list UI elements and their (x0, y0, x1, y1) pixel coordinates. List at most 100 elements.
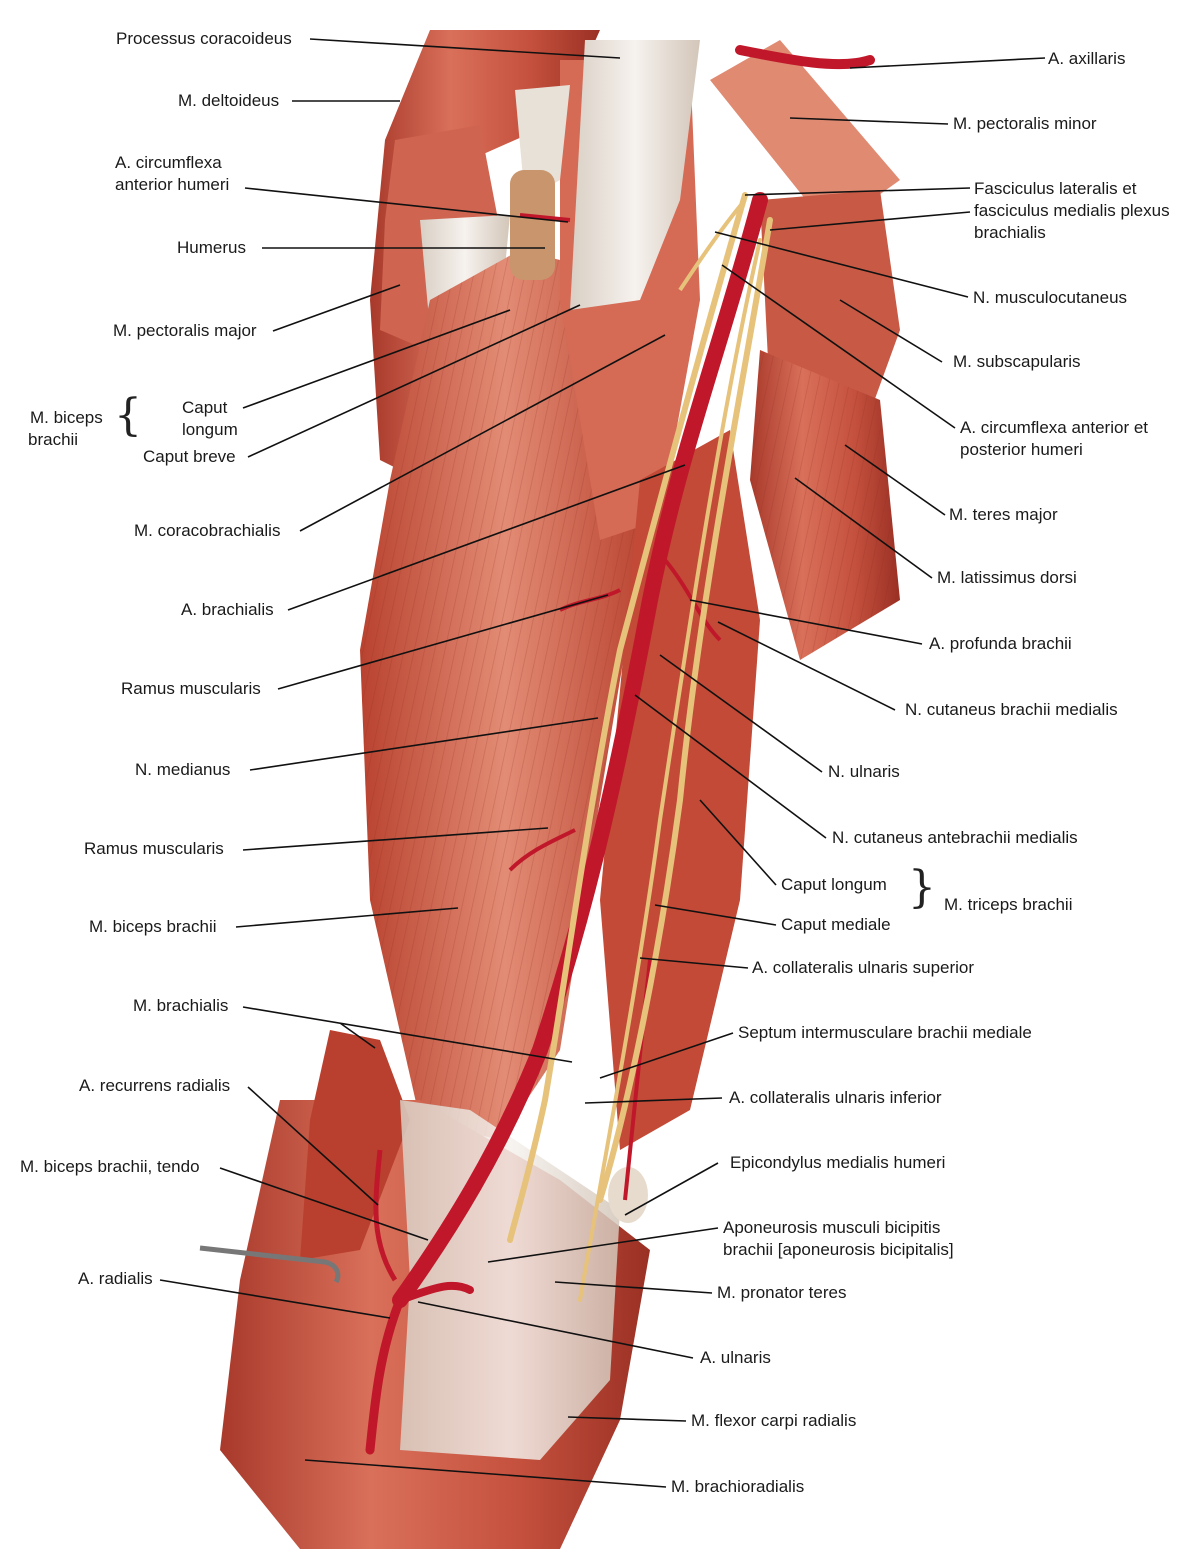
label-aponeurosis-2: brachii [aponeurosis bicipitalis] (723, 1240, 954, 1259)
label-caput-longum-biceps-2: longum (182, 420, 238, 439)
label-ramus-muscularis-2: Ramus muscularis (84, 839, 224, 858)
leader-m-teres-major (844, 444, 946, 516)
label-humerus: Humerus (177, 238, 246, 257)
leader-a-ulnaris (417, 1301, 694, 1359)
circumflex-humeral-artery (519, 213, 571, 222)
axillary-artery (735, 45, 875, 70)
leader-n-medianus (249, 717, 599, 771)
muscular-branch-artery-2 (508, 828, 576, 872)
leader-caput-longum-triceps (699, 799, 777, 886)
label-n-musculocutaneus: N. musculocutaneus (973, 288, 1128, 307)
label-m-flexor-carpi-radialis: M. flexor carpi radialis (691, 1411, 857, 1430)
leader-ramus-muscularis-2 (242, 827, 549, 851)
ulnar-artery (396, 1281, 474, 1304)
leader-a-recurrens-radialis (247, 1086, 379, 1206)
label-processus-coracoideus: Processus coracoideus (116, 29, 292, 48)
leader-a-collateralis-ulnaris-superior (639, 957, 749, 969)
label-a-recurrens-radialis: A. recurrens radialis (79, 1076, 231, 1095)
label-m-teres-major: M. teres major (949, 505, 1058, 524)
musculocutaneous-nerve (678, 198, 747, 292)
label-aponeurosis-1: Aponeurosis musculi bicipitis (723, 1218, 941, 1237)
label-a-circumflexa-ant-post-2: posterior humeri (960, 440, 1083, 459)
label-ramus-muscularis-1: Ramus muscularis (121, 679, 261, 698)
label-m-pectoralis-minor: M. pectoralis minor (953, 114, 1097, 133)
label-n-medianus: N. medianus (135, 760, 231, 779)
leader-m-biceps-brachii-tendo (219, 1167, 429, 1241)
label-a-brachialis: A. brachialis (181, 600, 274, 619)
leader-a-circumflexa-ant-post (721, 264, 956, 429)
label-a-profunda-brachii: A. profunda brachii (929, 634, 1072, 653)
leader-septum (599, 1032, 734, 1079)
leader-m-latissimus-dorsi (794, 477, 933, 579)
leader-m-pectoralis-minor (789, 117, 949, 125)
label-m-pectoralis-major: M. pectoralis major (113, 321, 257, 340)
leader-a-circumflexa-anterior-humeri (244, 187, 569, 223)
radial-artery (365, 1295, 405, 1455)
label-a-axillaris: A. axillaris (1048, 49, 1126, 68)
leader-n-cutaneus-brachii-medialis (717, 621, 896, 711)
brachial-artery (392, 192, 768, 1308)
bicipital-aponeurosis (400, 1100, 620, 1460)
medial-epicondyle (608, 1167, 648, 1223)
leader-a-profunda-brachii (689, 599, 923, 645)
label-n-ulnaris: N. ulnaris (828, 762, 900, 781)
humerus-bone (510, 170, 555, 280)
leader-caput-breve (247, 304, 581, 458)
leader-epicondylus (624, 1162, 719, 1216)
label-a-ulnaris: A. ulnaris (700, 1348, 771, 1367)
leader-a-radialis (159, 1279, 391, 1319)
label-a-collateralis-ulnaris-inferior: A. collateralis ulnaris inferior (729, 1088, 942, 1107)
label-m-latissimus-dorsi: M. latissimus dorsi (937, 568, 1077, 587)
label-caput-breve: Caput breve (143, 447, 236, 466)
label-m-biceps-group-2: brachii (28, 430, 79, 449)
leader-ramus-muscularis-1 (277, 594, 609, 690)
radial-recurrent-artery (373, 1149, 398, 1282)
leader-m-pronator-teres (554, 1281, 713, 1294)
leader-m-brachialis (242, 1006, 573, 1063)
leader-processus-coracoideus (309, 38, 621, 59)
leader-a-brachialis (287, 464, 686, 611)
leader-m-brachialis-2 (339, 1022, 376, 1049)
leader-caput-mediale (654, 904, 777, 926)
latissimus-fiber-texture (750, 350, 900, 660)
label-m-triceps-brachii: M. triceps brachii (944, 895, 1073, 914)
leader-caput-longum-biceps (242, 309, 511, 409)
leader-n-ulnaris (659, 654, 823, 773)
ulnar-nerve (597, 217, 773, 1203)
label-fasciculus-3: brachialis (974, 223, 1046, 242)
label-n-cutaneus-antebrachii-medialis: N. cutaneus antebrachii medialis (832, 828, 1078, 847)
label-m-biceps-brachii: M. biceps brachii (89, 917, 217, 936)
leader-fasciculus-lateralis (744, 187, 971, 196)
pectoralis-minor-muscle (710, 40, 900, 230)
label-septum: Septum intermusculare brachii mediale (738, 1023, 1032, 1042)
label-fasciculus-1: Fasciculus lateralis et (974, 179, 1137, 198)
leader-aponeurosis (487, 1227, 719, 1263)
leader-m-biceps-brachii (235, 907, 459, 928)
leader-fasciculus-medialis (769, 211, 971, 231)
brachialis-muscle (300, 1030, 410, 1260)
label-m-coracobrachialis: M. coracobrachialis (134, 521, 281, 540)
brace-triceps-group: { (908, 862, 936, 913)
label-m-pronator-teres: M. pronator teres (717, 1283, 847, 1302)
label-caput-longum-triceps: Caput longum (781, 875, 887, 894)
label-epicondylus: Epicondylus medialis humeri (730, 1153, 946, 1172)
leader-m-flexor-carpi-radialis (567, 1416, 687, 1422)
leader-m-coracobrachialis (299, 334, 666, 532)
label-a-circumflexa-anterior-humeri-1: A. circumflexa (115, 153, 222, 172)
label-caput-longum-biceps-1: Caput (182, 398, 228, 417)
label-a-radialis: A. radialis (78, 1269, 153, 1288)
label-a-circumflexa-anterior-humeri-2: anterior humeri (115, 175, 230, 194)
leader-m-subscapularis (839, 299, 943, 363)
label-a-circumflexa-ant-post-1: A. circumflexa anterior et (960, 418, 1149, 437)
medial-antebrachial-cutaneous-nerve (578, 238, 762, 1302)
label-m-deltoideus: M. deltoideus (178, 91, 280, 110)
leader-n-musculocutaneus (714, 231, 969, 298)
label-m-subscapularis: M. subscapularis (953, 352, 1081, 371)
anatomy-drawing (199, 30, 900, 1549)
label-m-brachioradialis: M. brachioradialis (671, 1477, 805, 1496)
label-n-cutaneus-brachii-medialis: N. cutaneus brachii medialis (905, 700, 1118, 719)
retractor-hook (199, 1245, 341, 1284)
label-caput-mediale: Caput mediale (781, 915, 891, 934)
leader-a-collateralis-ulnaris-inferior (584, 1097, 723, 1104)
